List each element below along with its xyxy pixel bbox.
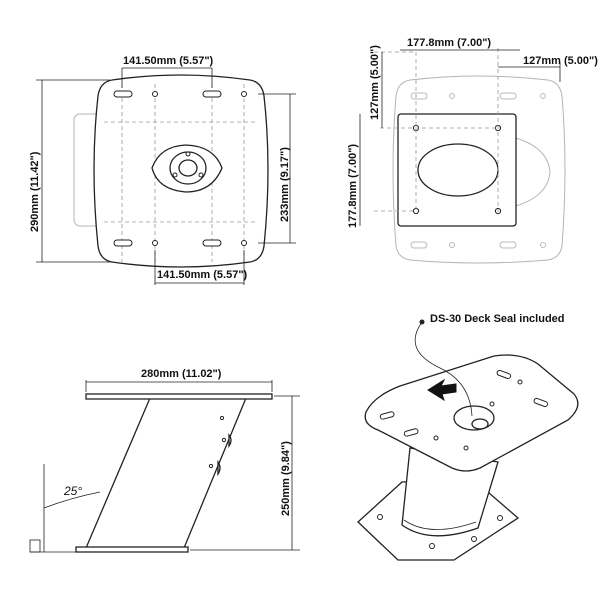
callout-leader bbox=[414, 321, 473, 417]
direction-arrow-icon bbox=[427, 378, 457, 402]
top-plate-view: 141.50mm (5.57") 141.50mm (5.57") 290mm … bbox=[29, 55, 296, 285]
dim-slot-spacing: 233mm (9.17") bbox=[279, 147, 291, 222]
dim-bottom-hole-spacing: 141.50mm (5.57") bbox=[157, 269, 248, 281]
dim-base-width: 177.8mm (7.00") bbox=[407, 37, 491, 49]
iso-view: DS-30 Deck Seal included bbox=[357, 313, 579, 561]
slot-bottom-right bbox=[202, 239, 222, 247]
callout-dot-icon bbox=[419, 319, 425, 325]
dim-top-hole-spacing: 141.50mm (5.57") bbox=[123, 55, 214, 67]
dim-height: 250mm (9.84") bbox=[280, 441, 292, 516]
slot-bottom-left bbox=[113, 239, 133, 247]
base-plate-view: 177.8mm (7.00") 127mm (5.00") 127mm (5.0… bbox=[347, 37, 598, 264]
dim-right-offset: 127mm (5.00") bbox=[523, 55, 598, 67]
pedestal-ghost bbox=[515, 137, 551, 207]
side-view: 280mm (11.02") 250mm (9.84") 25° bbox=[29, 368, 300, 553]
angle-label: 25° bbox=[63, 484, 82, 498]
dim-base-height: 177.8mm (7.00") bbox=[347, 144, 359, 228]
side-top-plate bbox=[85, 393, 273, 400]
deck-seal-callout: DS-30 Deck Seal included bbox=[430, 313, 565, 325]
dim-top-offset: 127mm (5.00") bbox=[369, 45, 381, 120]
base-plate-center-oval bbox=[417, 143, 499, 197]
angled-column bbox=[85, 397, 247, 549]
slot-top-right bbox=[202, 90, 222, 98]
slot-top-left bbox=[113, 90, 133, 98]
side-base-plate bbox=[75, 546, 189, 553]
dim-overall-height: 290mm (11.42") bbox=[29, 151, 41, 232]
dim-plate-width: 280mm (11.02") bbox=[141, 368, 222, 380]
